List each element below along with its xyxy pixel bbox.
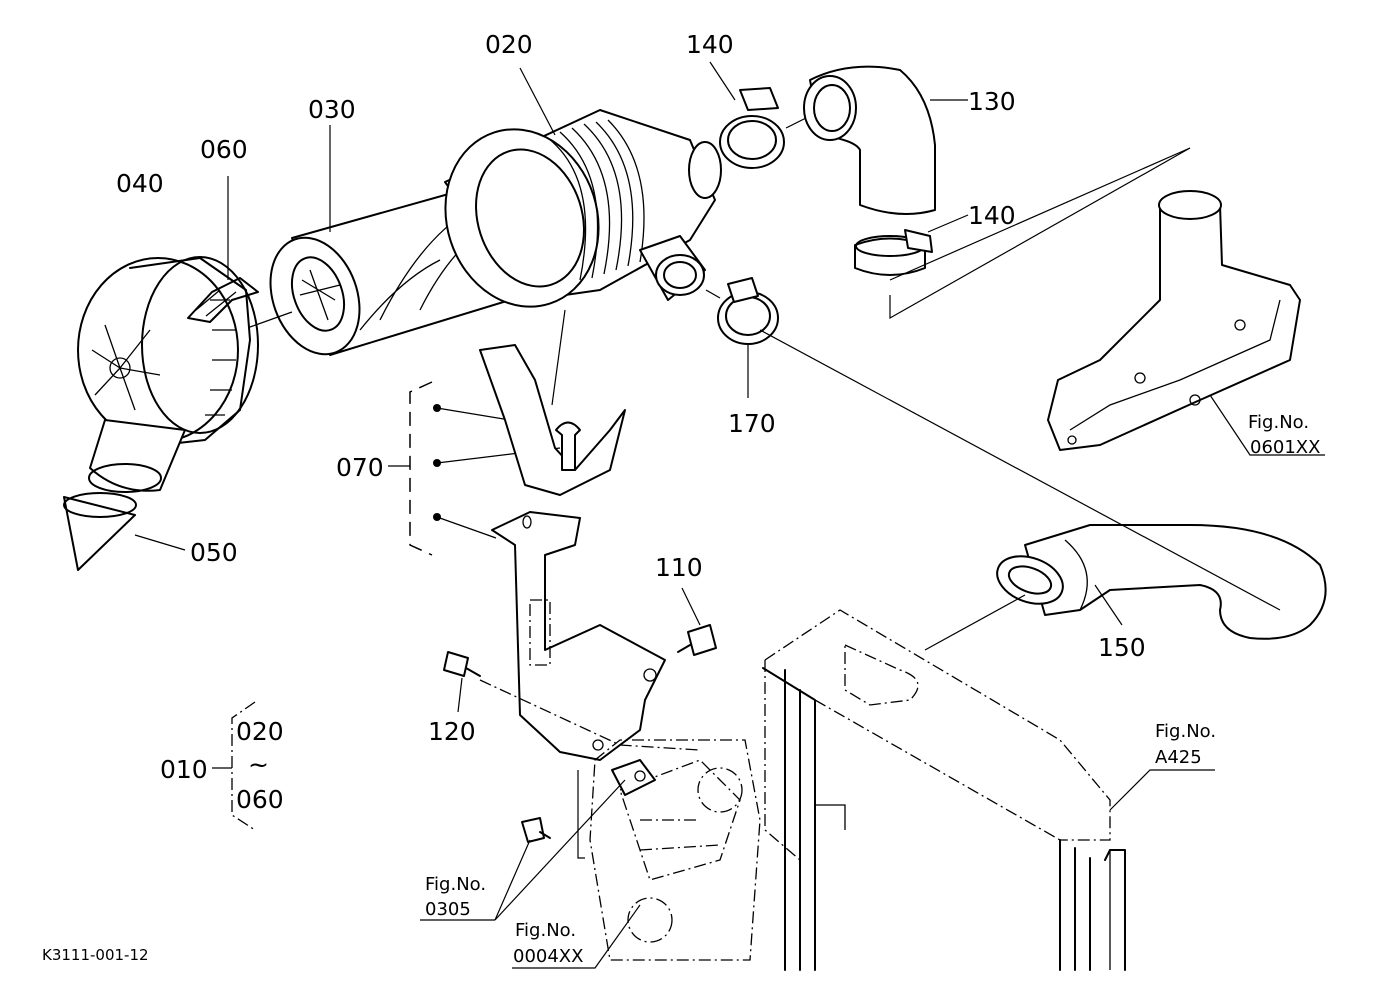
fig-label-0305: Fig.No. <box>425 874 486 895</box>
radiator-frame <box>762 594 1215 971</box>
label-010-range: ~ <box>248 750 269 779</box>
label-040: 040 <box>116 169 164 198</box>
elbow-hose-130 <box>803 65 968 215</box>
clip-060 <box>187 176 259 323</box>
fig-label-a425: Fig.No. <box>1155 721 1216 742</box>
label-170: 170 <box>728 409 776 438</box>
bolt-120 <box>443 651 701 751</box>
label-140-upper: 140 <box>686 30 734 59</box>
label-140-lower: 140 <box>968 201 1016 230</box>
label-030: 030 <box>308 95 356 124</box>
label-010: 010 <box>160 755 208 784</box>
label-060: 060 <box>200 135 248 164</box>
fig-label-0601: Fig.No. <box>1248 412 1309 433</box>
fig-ref-a425: A425 <box>1155 747 1202 768</box>
engine-block <box>420 739 761 969</box>
label-050: 050 <box>190 538 238 567</box>
hose-clamp-170 <box>705 277 779 398</box>
label-010-to: 060 <box>236 785 284 814</box>
label-010-from: 020 <box>236 717 284 746</box>
drawing-code: K3111-001-12 <box>42 946 149 964</box>
fig-ref-0004xx: 0004XX <box>513 946 583 967</box>
guide-line-170-duct <box>759 329 1281 611</box>
label-110: 110 <box>655 553 703 582</box>
precleaner-cap-040 <box>77 256 259 493</box>
label-130: 130 <box>968 87 1016 116</box>
label-150: 150 <box>1098 633 1146 662</box>
bracket-set-070 <box>388 344 666 761</box>
fig-label-0004: Fig.No. <box>515 920 576 941</box>
fig-ref-0601xx: 0601XX <box>1250 437 1320 458</box>
intake-manifold <box>889 147 1325 456</box>
label-070: 070 <box>336 453 384 482</box>
label-020: 020 <box>485 30 533 59</box>
assembly-bracket-010 <box>212 701 256 831</box>
hose-clamp-140-lower <box>854 214 969 276</box>
bolt-110 <box>677 587 717 656</box>
fig-ref-0305: 0305 <box>425 899 471 920</box>
air-duct-150 <box>996 524 1327 640</box>
rubber-cup-050 <box>63 492 186 571</box>
filter-housing-020 <box>444 67 722 406</box>
hose-clamp-140-upper <box>709 61 811 169</box>
label-120: 120 <box>428 717 476 746</box>
